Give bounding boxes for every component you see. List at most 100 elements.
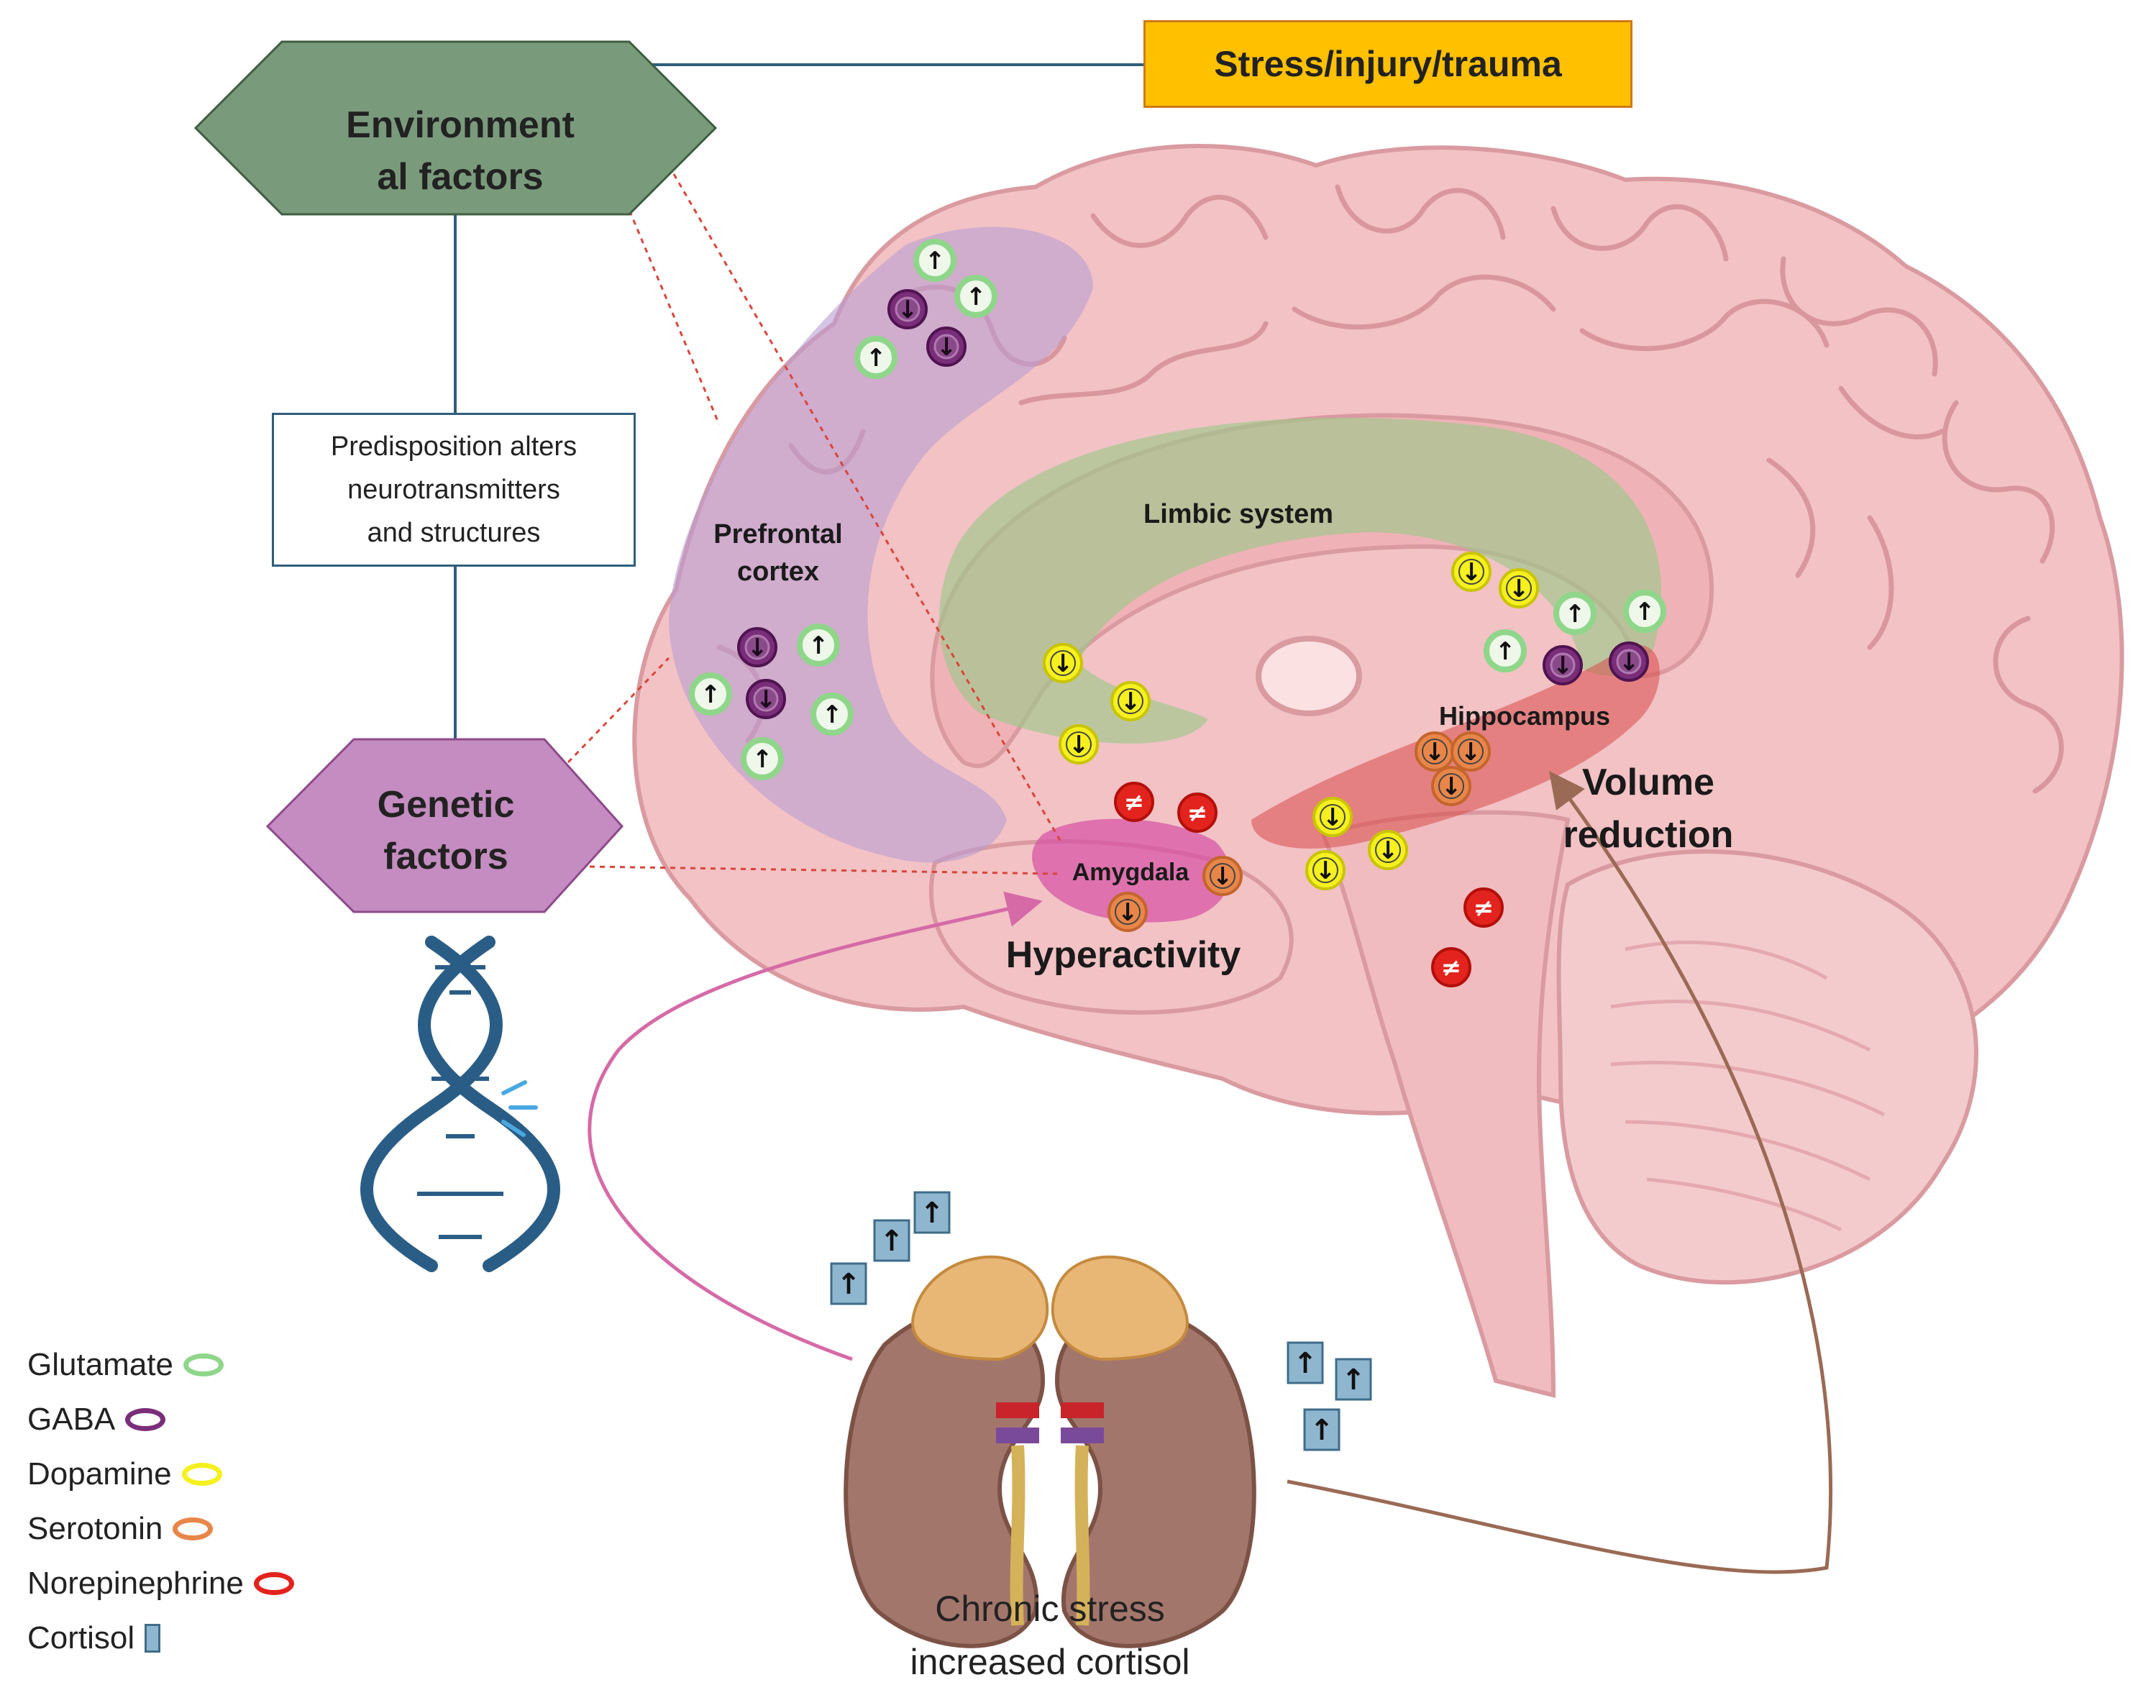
marker-symbol: ↓ <box>756 685 777 714</box>
brain-labels: Prefrontal cortex Limbic system Hippocam… <box>713 499 1733 976</box>
legend-item-cortisol: Cortisol <box>27 1611 387 1666</box>
dotted-gen-amygdala <box>589 865 1058 875</box>
marker-symbol: ↓ <box>1212 862 1233 891</box>
norepinephrine-altered-marker: ≠ <box>1463 887 1504 928</box>
marker-symbol: ↑ <box>1495 637 1516 666</box>
renal-vessels <box>996 1402 1104 1626</box>
marker-symbol: ↑ <box>822 700 843 729</box>
gaba-decrease-marker: ↓ <box>887 289 928 329</box>
legend-item-norepinephrine: Norepinephrine <box>27 1556 387 1611</box>
marker-symbol: ↓ <box>1441 772 1462 801</box>
left-adrenal <box>911 1255 1049 1361</box>
marker-symbol: ↑ <box>1565 600 1586 629</box>
cortisol-caption-line-1: Chronic stress <box>935 1589 1165 1629</box>
connector-lines <box>454 63 1833 1574</box>
environmental-factors-label: Environment al factors <box>216 58 705 245</box>
marker-symbol: ↓ <box>1425 738 1445 767</box>
amygdala-label: Amygdala <box>1072 859 1190 886</box>
dopamine-decrease-marker: ↓ <box>1305 850 1346 890</box>
amygdala-region <box>1032 818 1230 923</box>
genetic-factors-hexagon <box>265 738 624 913</box>
legend-item-gaba: GABA <box>27 1392 387 1447</box>
marker-symbol: ↑ <box>808 631 829 660</box>
marker-symbol: ≠ <box>1187 799 1208 828</box>
marker-symbol: ↓ <box>1120 688 1141 716</box>
serotonin-decrease-marker: ↓ <box>1202 856 1243 896</box>
marker-symbol: ↑ <box>866 344 887 373</box>
marker-symbol: ↑ <box>920 1197 944 1230</box>
cortisol-increase-marker: ↑ <box>913 1191 951 1234</box>
marker-symbol: ↓ <box>1461 558 1482 587</box>
marker-symbol: ↓ <box>897 296 918 324</box>
pink-arrow-kidney-to-amygdala <box>588 891 1043 1361</box>
norepinephrine-altered-marker: ≠ <box>1177 793 1218 833</box>
dopamine-decrease-marker: ↓ <box>1043 643 1083 683</box>
glutamate-increase-marker: ↑ <box>689 672 732 716</box>
legend-label: Cortisol <box>27 1620 135 1656</box>
hippocampus-label: Hippocampus <box>1439 701 1610 731</box>
dopamine-decrease-marker: ↓ <box>1368 830 1408 870</box>
marker-symbol: ↓ <box>1378 836 1399 865</box>
cortisol-caption: Chronic stress increased cortisol <box>849 1582 1251 1689</box>
dopamine-decrease-marker: ↓ <box>1312 797 1353 837</box>
legend-item-dopamine: Dopamine <box>27 1447 387 1502</box>
glutamate-increase-marker: ↑ <box>1484 629 1527 672</box>
genetic-label-line-1: Genetic <box>377 784 515 826</box>
serotonin-decrease-marker: ↓ <box>1451 731 1491 772</box>
dna-helix-icon <box>360 936 560 1272</box>
glutamate-increase-marker: ↑ <box>797 624 840 667</box>
dopamine-decrease-marker: ↓ <box>1110 681 1151 721</box>
legend-swatch-icon <box>145 1624 161 1653</box>
brainstem <box>1320 810 1571 1398</box>
glutamate-increase-marker: ↑ <box>913 239 956 282</box>
serotonin-decrease-marker: ↓ <box>1415 731 1455 772</box>
predisposition-line-2: neurotransmitters <box>347 475 560 505</box>
marker-symbol: ≠ <box>1124 788 1145 817</box>
right-adrenal <box>1051 1255 1189 1361</box>
marker-symbol: ↓ <box>1118 898 1138 927</box>
marker-symbol: ↑ <box>1293 1347 1317 1380</box>
marker-symbol: ↑ <box>1341 1364 1366 1397</box>
glutamate-increase-marker: ↑ <box>1623 590 1666 633</box>
marker-symbol: ↓ <box>1461 738 1481 767</box>
marker-symbol: ↓ <box>1553 652 1573 680</box>
limbic-label: Limbic system <box>1143 499 1333 529</box>
legend-swatch-icon <box>181 1463 222 1486</box>
marker-symbol: ↑ <box>966 283 987 311</box>
marker-symbol: ↓ <box>1053 649 1074 678</box>
gaba-decrease-marker: ↓ <box>926 326 967 367</box>
legend-swatch-icon <box>183 1353 224 1376</box>
norepinephrine-altered-marker: ≠ <box>1114 782 1154 822</box>
cortisol-increase-marker: ↑ <box>1287 1341 1324 1384</box>
dopamine-decrease-marker: ↓ <box>1451 552 1492 592</box>
legend-item-serotonin: Serotonin <box>27 1502 387 1556</box>
cerebellum <box>1556 849 1978 1285</box>
gaba-decrease-marker: ↓ <box>1543 645 1583 685</box>
legend-swatch-icon <box>173 1517 214 1540</box>
legend-swatch-icon <box>253 1572 294 1595</box>
thalamus <box>1256 636 1362 716</box>
dotted-env-prefrontal <box>624 201 721 425</box>
predisposition-box: Predisposition alters neurotransmitters … <box>272 413 636 567</box>
cortisol-increase-marker: ↑ <box>873 1219 910 1262</box>
genetic-label-line-2: factors <box>383 836 508 877</box>
glutamate-increase-marker: ↑ <box>1553 592 1597 635</box>
marker-symbol: ↑ <box>880 1225 904 1258</box>
marker-symbol: ↓ <box>1619 648 1640 677</box>
neurotransmitter-markers: ↑↓↑↓↑↓↑↑↓↑↑↓↓↓↓↓↑↑↑↓↓↓↓↓≠≠↓↓↓↓↓≠≠ <box>689 239 1666 987</box>
legend-label: Dopamine <box>27 1456 172 1492</box>
marker-symbol: ↑ <box>836 1268 861 1301</box>
cortisol-increase-marker: ↑ <box>830 1262 867 1305</box>
marker-symbol: ↓ <box>1315 857 1336 885</box>
gaba-decrease-marker: ↓ <box>746 679 786 719</box>
cerebellum-folia <box>1610 940 1886 1232</box>
dotted-gen-prefrontal <box>567 657 670 764</box>
marker-symbol: ↑ <box>1310 1414 1334 1447</box>
cortisol-increase-marker: ↑ <box>1303 1408 1340 1451</box>
cortisol-increase-marker: ↑ <box>1335 1358 1372 1401</box>
marker-symbol: ↓ <box>1323 803 1343 832</box>
hyperactivity-label: Hyperactivity <box>1006 934 1241 976</box>
gaba-decrease-marker: ↓ <box>1609 641 1649 682</box>
